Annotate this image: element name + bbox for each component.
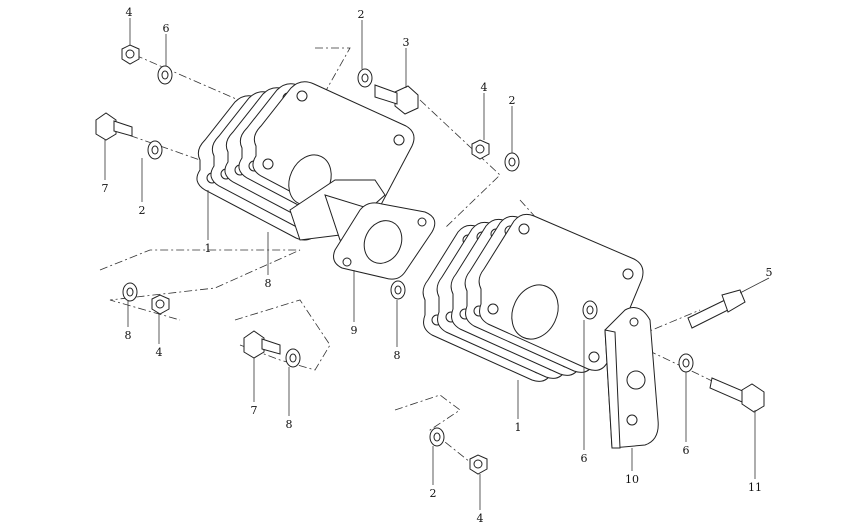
callout: 11 [748,481,762,494]
callout: 1 [515,421,522,434]
callout: 8 [265,277,272,290]
callout-labels: 4 6 2 3 4 2 7 2 1 8 9 8 8 4 7 8 1 6 10 6… [102,6,773,525]
washer [678,353,694,373]
callout: 9 [351,324,358,337]
callout: 8 [125,329,132,342]
callout: 2 [358,8,365,21]
callout: 5 [766,266,773,279]
bracket [604,307,659,449]
callout: 6 [581,452,588,465]
washer [147,140,163,160]
nut [121,44,140,65]
callout: 10 [625,473,639,486]
bolt [243,330,281,359]
washer [122,282,138,302]
nut [469,454,488,475]
washer [357,68,373,88]
plate-stack-right [422,213,644,382]
washer [157,65,173,85]
bolt [374,84,419,115]
callout: 8 [286,418,293,431]
washer [285,348,301,368]
callout: 1 [205,242,212,255]
callout: 2 [430,487,437,500]
callout: 8 [394,349,401,362]
nut [151,294,170,315]
gasket-pipe [289,179,436,280]
centre-lines [99,47,761,471]
callout: 2 [509,94,516,107]
callout: 4 [156,346,163,359]
callout: 3 [403,36,410,49]
bolt [687,289,746,329]
callout: 7 [102,182,109,195]
callout: 6 [683,444,690,457]
washer [390,280,406,300]
callout: 2 [139,204,146,217]
bolt [95,112,133,141]
washer [429,427,445,447]
callout: 4 [477,512,484,525]
callout: 4 [481,81,488,94]
bolt [709,377,765,413]
washer [582,300,598,320]
washer [504,152,520,172]
callout: 7 [251,404,258,417]
nut [471,139,490,160]
callout: 6 [163,22,170,35]
leader-lines [104,18,770,510]
callout: 4 [126,6,133,19]
